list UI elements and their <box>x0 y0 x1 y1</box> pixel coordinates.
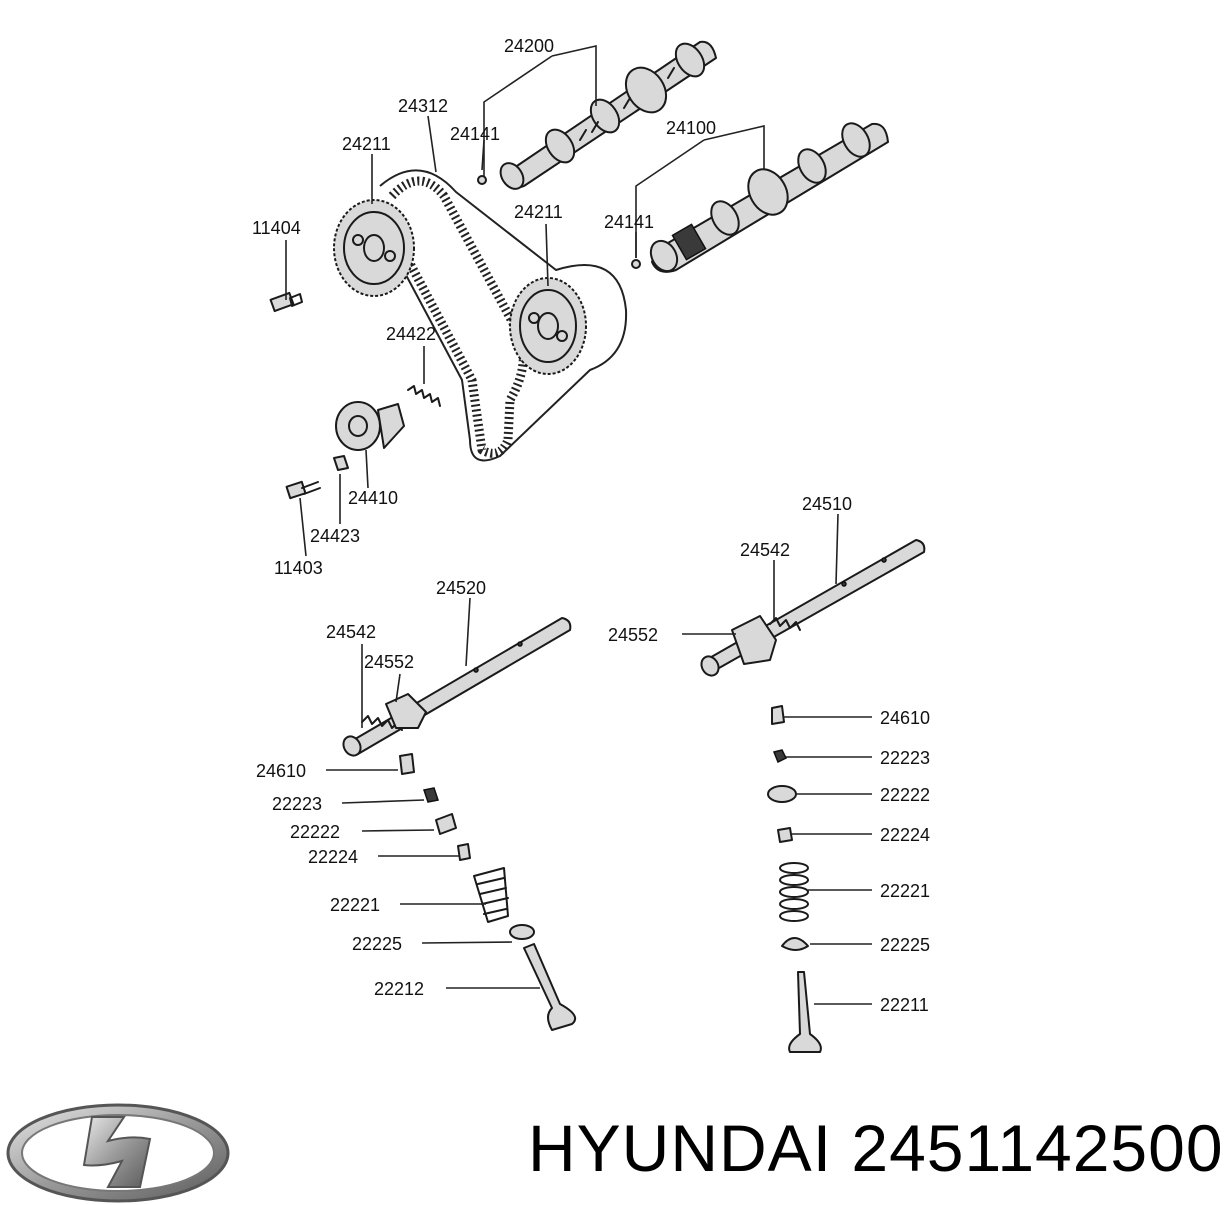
label-22211-right: 22211 <box>880 995 929 1015</box>
label-24542-right: 24542 <box>740 540 790 560</box>
spring-22221-left <box>473 867 509 923</box>
label-24200: 24200 <box>504 36 554 56</box>
seat-22225-left <box>509 924 535 940</box>
leader-lines <box>285 44 872 1005</box>
label-22225-right: 22225 <box>880 935 930 955</box>
valve-22211-right <box>788 971 822 1053</box>
retainer-22222-right <box>767 785 797 803</box>
label-24141-lower: 24141 <box>604 212 654 232</box>
label-24552-left: 24552 <box>364 652 414 672</box>
pin-24141-upper <box>477 175 487 185</box>
label-24211-left: 24211 <box>342 134 391 154</box>
label-22221-left: 22221 <box>330 895 380 915</box>
spring-22221-right <box>779 862 809 922</box>
label-24542-left: 24542 <box>326 622 376 642</box>
sprocket-24211-left <box>333 199 415 297</box>
label-24610-left: 24610 <box>256 761 306 781</box>
cotter-22223-right <box>772 749 788 764</box>
label-24100: 24100 <box>666 118 716 138</box>
label-22222-left: 22222 <box>290 822 340 842</box>
label-22212-left: 22212 <box>374 979 424 999</box>
label-22223-left: 22223 <box>272 794 322 814</box>
hyundai-logo <box>6 1103 230 1203</box>
cotter-22223-left <box>423 787 439 803</box>
camshaft-24200 <box>499 40 717 190</box>
label-24423: 24423 <box>310 526 360 546</box>
valve-stack-left <box>399 753 576 1031</box>
timing-belt-24312 <box>379 169 628 462</box>
label-22221-right: 22221 <box>880 881 930 901</box>
valve-22212-left <box>523 943 576 1031</box>
label-24610-right: 24610 <box>880 708 930 728</box>
seat-22225-right <box>781 937 809 951</box>
label-22225-left: 22225 <box>352 934 402 954</box>
label-11404: 11404 <box>252 218 301 238</box>
parts-diagram: 24200 24312 24141 24211 24100 11404 2421… <box>252 36 930 1053</box>
lifter-24610-right <box>771 705 785 725</box>
valve-stack-right <box>767 705 822 1053</box>
label-22222-right: 22222 <box>880 785 930 805</box>
spring-24422 <box>407 385 441 407</box>
retainer-22222-left <box>435 813 457 835</box>
washer-24423 <box>333 455 349 471</box>
label-22223-right: 22223 <box>880 748 930 768</box>
rocker-shaft-24520 <box>342 617 572 757</box>
label-22224-right: 22224 <box>880 825 930 845</box>
label-22224-left: 22224 <box>308 847 358 867</box>
part-labels: 24200 24312 24141 24211 24100 11404 2421… <box>252 36 930 1015</box>
camshaft-24100 <box>649 122 889 273</box>
part-number: 2451142500 <box>851 1111 1224 1185</box>
pin-24141-lower <box>631 259 641 269</box>
seal-22224-right <box>777 827 793 843</box>
label-24422: 24422 <box>386 324 436 344</box>
lifter-24610-left <box>399 753 415 775</box>
seal-22224-left <box>457 843 471 861</box>
tensioner-24410 <box>335 401 405 451</box>
label-24312: 24312 <box>398 96 448 116</box>
brand-name: HYUNDAI <box>528 1111 833 1185</box>
rocker-shaft-24510 <box>700 539 926 677</box>
label-11403: 11403 <box>274 558 323 578</box>
label-24410: 24410 <box>348 488 398 508</box>
label-24520: 24520 <box>436 578 486 598</box>
label-24510: 24510 <box>802 494 852 514</box>
bolt-11404 <box>269 291 303 313</box>
sprocket-24211-right <box>509 277 587 375</box>
bolt-11403 <box>285 480 321 500</box>
brand-part-number: HYUNDAI 2451142500 <box>528 1110 1224 1186</box>
label-24141-upper: 24141 <box>450 124 500 144</box>
label-24211-right: 24211 <box>514 202 563 222</box>
label-24552-right: 24552 <box>608 625 658 645</box>
